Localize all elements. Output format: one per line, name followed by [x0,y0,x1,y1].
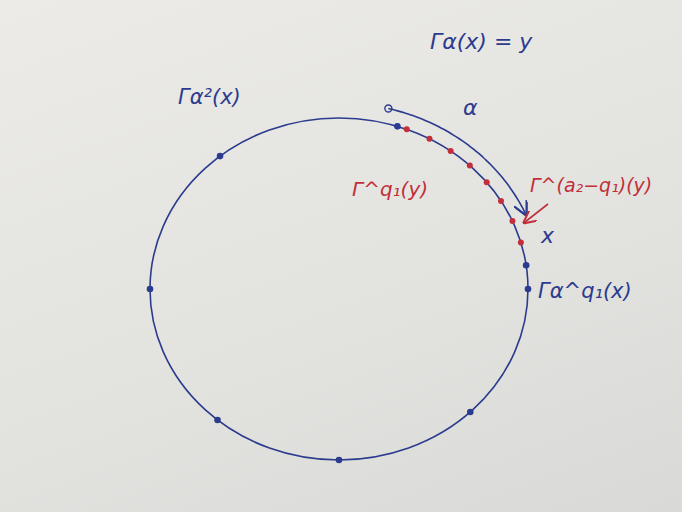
pointer-arrow [525,204,548,222]
orbit-point [426,136,432,142]
orbit-point [404,126,410,132]
point-label: Γ^q₁(y) [352,178,428,200]
orbit-point [336,457,343,464]
orbit-point [523,262,530,269]
orbit-point [394,123,401,130]
point-label: Γα^q₁(x) [538,280,632,303]
orbit-point [518,239,524,245]
orbit-point [498,198,504,204]
orbit-point [147,286,154,293]
orbit-point [214,417,221,424]
point-label: Γ^(a₂−q₁)(y) [530,175,652,196]
rotation-angle: α [463,96,478,120]
orbit-point [467,409,474,416]
point-label: x [541,224,554,248]
orbit-point [448,148,454,154]
orbit-point [525,286,532,293]
circle [150,118,528,460]
orbit-point [217,153,224,160]
point-label: Γα²(x) [178,86,241,109]
orbit-point [467,163,473,169]
map-definition: Γα(x) = y [430,30,532,54]
orbit-point [509,218,515,224]
orbit-point [484,179,490,185]
arrow-start [385,105,392,112]
